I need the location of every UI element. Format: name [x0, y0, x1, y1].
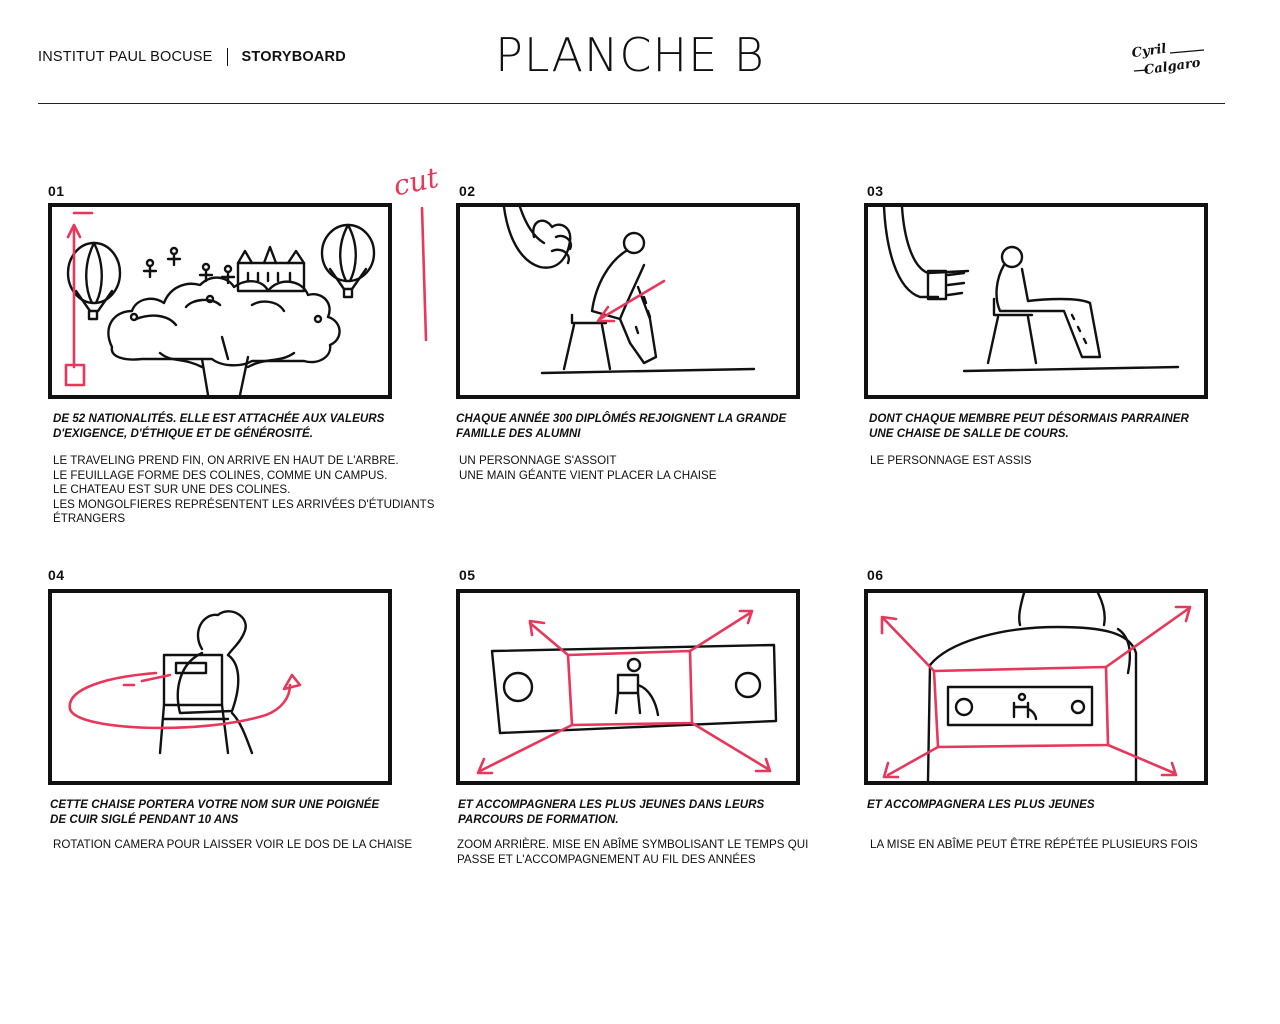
panel-narration: ET ACCOMPAGNERA LES PLUS JEUNES DANS LEU…	[458, 798, 765, 826]
section-label: STORYBOARD	[241, 49, 346, 65]
direction-line: LE CHATEAU EST SUR UNE DES COLINES.	[53, 483, 291, 496]
panel-number: 03	[867, 183, 884, 199]
panel-frame	[864, 203, 1208, 399]
header-divider	[226, 48, 228, 66]
panel-narration: DE 52 NATIONALITÉS. ELLE EST ATTACHÉE AU…	[53, 412, 385, 440]
direction-line: UN PERSONNAGE S'ASSOIT	[459, 454, 617, 467]
panel-number: 02	[459, 183, 476, 199]
direction-line: LE PERSONNAGE EST ASSIS	[870, 454, 1032, 467]
panel-frame	[864, 589, 1208, 785]
panel-direction: ZOOM ARRIÈRE. MISE EN ABÎME SYMBOLISANT …	[457, 838, 809, 867]
direction-line: LE TRAVELING PREND FIN, ON ARRIVE EN HAU…	[53, 454, 399, 467]
direction-line: ZOOM ARRIÈRE. MISE EN ABÎME SYMBOLISANT …	[457, 838, 809, 851]
mise-en-abime-sketch	[880, 593, 1192, 781]
cut-label: cut	[392, 161, 442, 203]
panel-frame	[456, 203, 800, 399]
chair-back-rotation-sketch	[68, 610, 302, 755]
direction-line: PASSE ET L'ACCOMPAGNEMENT AU FIL DES ANN…	[457, 852, 756, 866]
direction-line: LE FEUILLAGE FORME DES COLINES, COMME UN…	[53, 468, 388, 482]
panel-number: 04	[48, 567, 65, 583]
hand-placing-chair-sketch	[502, 207, 756, 375]
panel-number: 01	[48, 183, 65, 199]
panel-direction: LE PERSONNAGE EST ASSIS	[870, 454, 1210, 469]
direction-line: ÉTRANGERS	[53, 512, 126, 525]
brand-name: INSTITUT PAUL BOCUSE	[38, 49, 213, 65]
header-rule	[38, 103, 1225, 104]
cut-annotation: cut	[392, 161, 442, 342]
page-title: PLANCHE B	[495, 28, 765, 82]
panel-number: 05	[459, 567, 476, 583]
panel-frame	[48, 203, 392, 399]
panel-number: 06	[867, 567, 884, 583]
direction-line: ROTATION CAMERA POUR LAISSER VOIR LE DOS…	[53, 838, 413, 851]
panel-frame	[456, 589, 800, 785]
signature-logo: Cyril Calgaro	[1131, 41, 1205, 78]
signature-text-1: Cyril	[1131, 41, 1167, 61]
panel-narration: CETTE CHAISE PORTERA VOTRE NOM SUR UNE P…	[50, 798, 380, 826]
panel-direction: LA MISE EN ABÎME PEUT ÊTRE RÉPÉTÉE PLUSI…	[870, 838, 1210, 853]
zoom-out-sketch	[476, 609, 778, 775]
panel-direction: ROTATION CAMERA POUR LAISSER VOIR LE DOS…	[53, 838, 413, 853]
tree-castle-sketch	[64, 211, 376, 395]
signature-text-2: Calgaro	[1143, 55, 1202, 78]
panel-narration: CHAQUE ANNÉE 300 DIPLÔMÉS REJOIGNENT LA …	[456, 412, 787, 440]
direction-line: UNE MAIN GÉANTE VIENT PLACER LA CHAISE	[459, 468, 717, 482]
seated-character-sketch	[882, 207, 1180, 373]
panel-direction: UN PERSONNAGE S'ASSOIT UNE MAIN GÉANTE V…	[459, 454, 799, 483]
panel-narration: DONT CHAQUE MEMBRE PEUT DÉSORMAIS PARRAI…	[869, 412, 1189, 440]
panel-frame	[48, 589, 392, 785]
header-left: INSTITUT PAUL BOCUSE STORYBOARD	[38, 48, 346, 66]
direction-line: LA MISE EN ABÎME PEUT ÊTRE RÉPÉTÉE PLUSI…	[870, 838, 1198, 851]
panel-narration: ET ACCOMPAGNERA LES PLUS JEUNES	[867, 798, 1095, 811]
panel-direction: LE TRAVELING PREND FIN, ON ARRIVE EN HAU…	[53, 454, 435, 527]
direction-line: LES MONGOLFIERES REPRÉSENTENT LES ARRIVÉ…	[53, 497, 435, 511]
